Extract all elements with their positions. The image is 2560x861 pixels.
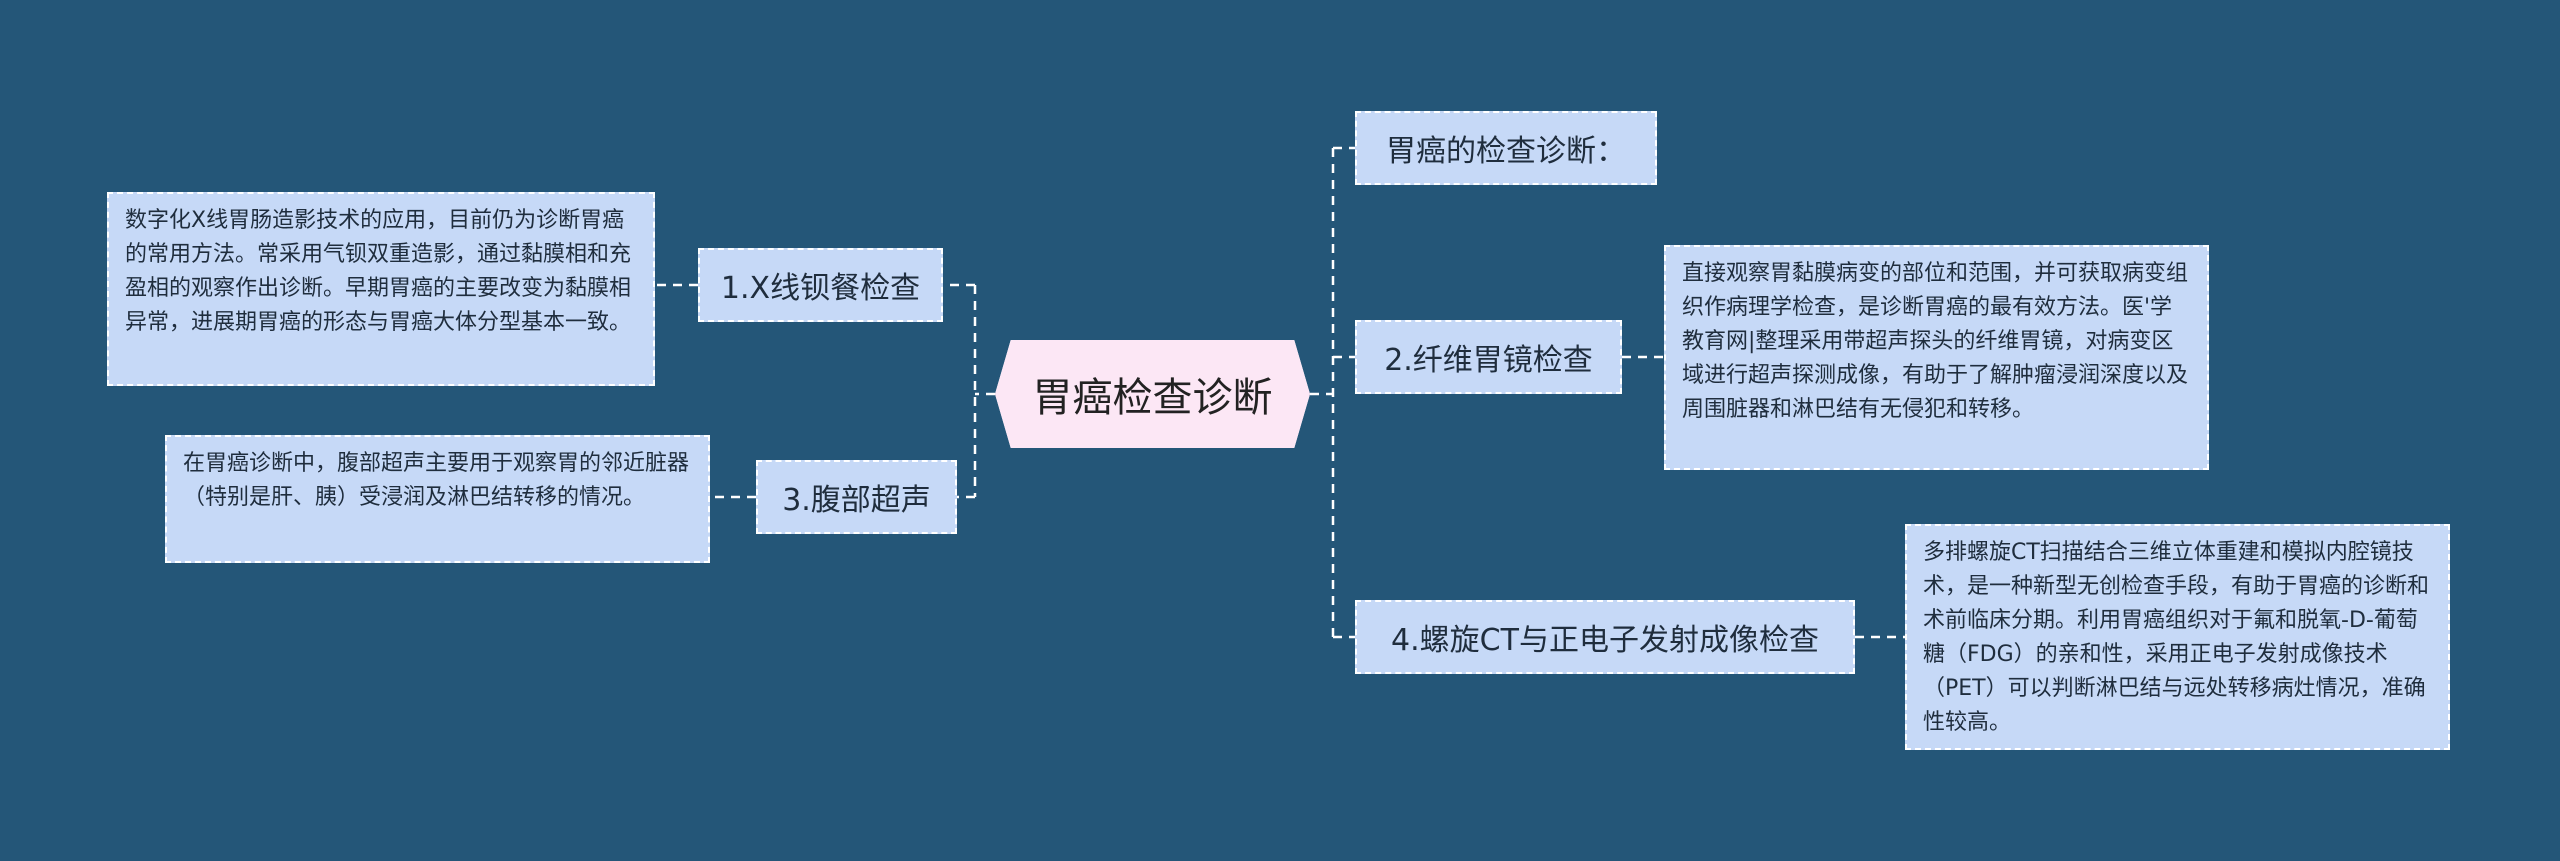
- leaf-ultrasound-detail[interactable]: 在胃癌诊断中，腹部超声主要用于观察胃的邻近脏器（特别是肝、胰）受浸润及淋巴结转移…: [165, 435, 710, 563]
- center-title: 胃癌检查诊断: [1032, 375, 1273, 421]
- branch-ct-pet-label: 4.螺旋CT与正电子发射成像检查: [1391, 623, 1819, 658]
- branch-gastroscopy[interactable]: 2.纤维胃镜检查: [1355, 320, 1622, 394]
- branch-xray-label: 1.X线钡餐检查: [720, 271, 921, 306]
- branch-ultrasound-label: 3.腹部超声: [782, 483, 931, 518]
- branch-overview[interactable]: 胃癌的检查诊断：: [1355, 111, 1657, 185]
- leaf-xray-text: 数字化X线胃肠造影技术的应用，目前仍为诊断胃癌的常用方法。常采用气钡双重造影，通…: [125, 208, 632, 335]
- branch-overview-label: 胃癌的检查诊断：: [1386, 134, 1626, 169]
- leaf-gastroscopy-text: 直接观察胃黏膜病变的部位和范围，并可获取病变组织作病理学检查，是诊断胃癌的最有效…: [1682, 261, 2189, 422]
- branch-gastroscopy-label: 2.纤维胃镜检查: [1384, 343, 1593, 378]
- branch-xray[interactable]: 1.X线钡餐检查: [698, 248, 943, 322]
- leaf-ct-pet-text: 多排螺旋CT扫描结合三维立体重建和模拟内腔镜技术，是一种新型无创检查手段，有助于…: [1923, 540, 2430, 735]
- branch-ct-pet[interactable]: 4.螺旋CT与正电子发射成像检查: [1355, 600, 1855, 674]
- branch-ultrasound[interactable]: 3.腹部超声: [756, 460, 957, 534]
- leaf-ultrasound-text: 在胃癌诊断中，腹部超声主要用于观察胃的邻近脏器（特别是肝、胰）受浸润及淋巴结转移…: [183, 451, 690, 510]
- leaf-gastroscopy-detail[interactable]: 直接观察胃黏膜病变的部位和范围，并可获取病变组织作病理学检查，是诊断胃癌的最有效…: [1664, 245, 2209, 470]
- center-node[interactable]: 胃癌检查诊断: [995, 340, 1310, 448]
- leaf-xray-detail[interactable]: 数字化X线胃肠造影技术的应用，目前仍为诊断胃癌的常用方法。常采用气钡双重造影，通…: [107, 192, 655, 386]
- leaf-ct-pet-detail[interactable]: 多排螺旋CT扫描结合三维立体重建和模拟内腔镜技术，是一种新型无创检查手段，有助于…: [1905, 524, 2450, 750]
